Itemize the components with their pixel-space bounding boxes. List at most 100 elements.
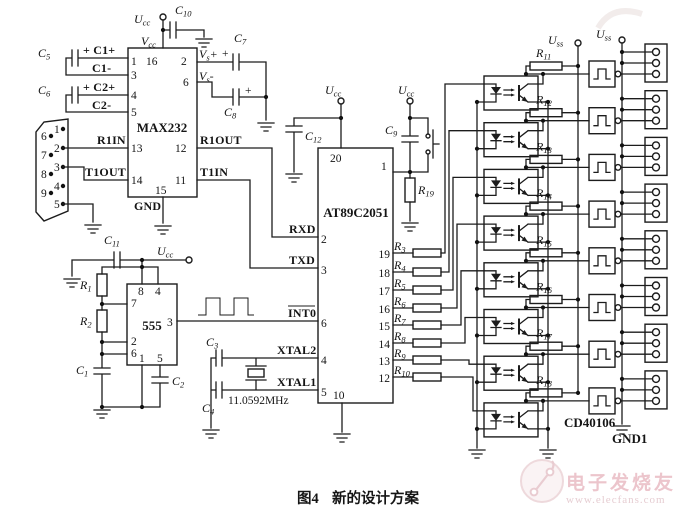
signal-channel-5: R15 [474, 230, 668, 298]
terminal-block [644, 136, 668, 177]
label-ucc: Ucc [398, 83, 414, 99]
optocoupler-body [483, 215, 539, 251]
label-r19: R19 [417, 183, 435, 199]
resistor-r9 [412, 355, 442, 365]
pin-number: 5 [131, 107, 137, 119]
ground-symbol [333, 433, 351, 443]
terminal-hole [651, 141, 661, 150]
db9-pin-5: 5 [54, 199, 60, 211]
pin-number: 3 [131, 70, 137, 82]
label-vs-plus: Vs+ [199, 47, 218, 63]
terminal-hole [651, 152, 661, 161]
pullup-resistor [529, 108, 563, 118]
uss-terminal [574, 39, 582, 47]
label-int0: INT0 [288, 306, 316, 320]
crystal-body [247, 368, 265, 378]
ucc-terminal [406, 97, 414, 105]
label-c1plus: + C1+ [83, 43, 115, 57]
terminal-hole [651, 396, 661, 406]
label-r15: R15 [535, 233, 552, 249]
uss-terminal [618, 36, 626, 44]
timer-555-label: 555 [142, 318, 162, 333]
bus-rails [476, 42, 623, 449]
pin-number: 10 [333, 390, 345, 402]
ground-symbol [285, 173, 303, 183]
label-c4: C4 [202, 401, 215, 417]
label-r17: R17 [535, 326, 553, 342]
label-ucc: Ucc [325, 83, 341, 99]
terminal-hole [651, 163, 661, 172]
label-c7: C7 [234, 31, 247, 47]
schmitt-inverter-body [588, 153, 616, 182]
square-wave-icon [198, 297, 254, 316]
c6-wires [65, 86, 129, 113]
pin-number: 6 [131, 348, 137, 360]
label-r10: R10 [393, 363, 411, 379]
pin-number: 11 [175, 175, 186, 187]
mcu-section: AT89C2051 Ucc C12 Ucc R19 C9 20 1 2 3 6 … [160, 27, 440, 443]
terminal-hole [651, 116, 661, 125]
signal-channel-8: R18 [474, 370, 668, 438]
terminal-hole [651, 94, 661, 103]
db9-pin-7: 7 [41, 150, 47, 162]
ground-symbol [468, 449, 486, 459]
db9-pin-8: 8 [41, 169, 47, 181]
schmitt-inverter-body [588, 293, 616, 322]
optocoupler-body [483, 262, 539, 298]
pin-number: 20 [330, 153, 342, 165]
db9-pin-4: 4 [54, 181, 60, 193]
faint-watermark-arc [595, 8, 643, 30]
pin-number: 1 [139, 353, 145, 365]
hysteresis-icon [593, 161, 611, 174]
pin-number: 1 [381, 161, 387, 173]
signal-channel-1: R11 [474, 43, 668, 111]
pin-number: 14 [131, 175, 143, 187]
optocoupler-body [483, 122, 539, 158]
terminal-hole [651, 245, 661, 255]
crystal-wires [210, 349, 319, 429]
pin-number: 4 [155, 286, 161, 298]
label-r5: R5 [393, 276, 406, 292]
label-c6: C6 [38, 83, 51, 99]
signal-channel-7: R17 [474, 323, 668, 391]
inverter-bubble [614, 210, 622, 218]
inverter-bubble [614, 257, 622, 265]
figure-caption: 图4 新的设计方案 [297, 489, 419, 507]
signal-channel-2: R12 [474, 90, 668, 158]
label-c3: C3 [206, 335, 218, 351]
pin-number: 5 [321, 387, 327, 399]
label-r6: R6 [393, 294, 406, 310]
label-uss: Uss [596, 27, 612, 43]
hysteresis-icon [593, 208, 611, 220]
ground-symbol [539, 449, 557, 459]
label-r2: R2 [79, 314, 92, 330]
resistor-r2 [96, 309, 108, 333]
pin-number: 3 [167, 317, 173, 329]
db9-pin-2: 2 [54, 143, 60, 155]
terminal-hole [651, 234, 661, 244]
pin-number: 1 [131, 56, 137, 68]
signal-channel-4: R14 [474, 183, 668, 251]
pullup-resistor [529, 388, 563, 398]
terminal-hole [651, 105, 661, 114]
pullup-resistor [529, 294, 563, 305]
ground-symbol [257, 122, 275, 132]
terminal-hole [651, 47, 661, 57]
button-contact [425, 133, 431, 139]
label-txd: TXD [289, 253, 315, 267]
c7-wires [196, 53, 267, 121]
pin-number: 19 [379, 249, 391, 261]
label-gnd: GND [134, 199, 161, 213]
pullup-resistor [529, 61, 563, 71]
label-c10: C10 [175, 3, 192, 19]
terminal-block [644, 370, 668, 410]
resistor-r7 [412, 320, 442, 330]
ground-symbol [84, 224, 102, 234]
ground-symbol [195, 38, 213, 48]
db9-pin-3: 3 [54, 162, 60, 174]
supply-branches [101, 259, 159, 285]
logo-pad [545, 467, 555, 477]
pin-number: 2 [131, 336, 137, 348]
pin-number: 2 [181, 56, 187, 68]
resistor-r4 [412, 267, 442, 277]
